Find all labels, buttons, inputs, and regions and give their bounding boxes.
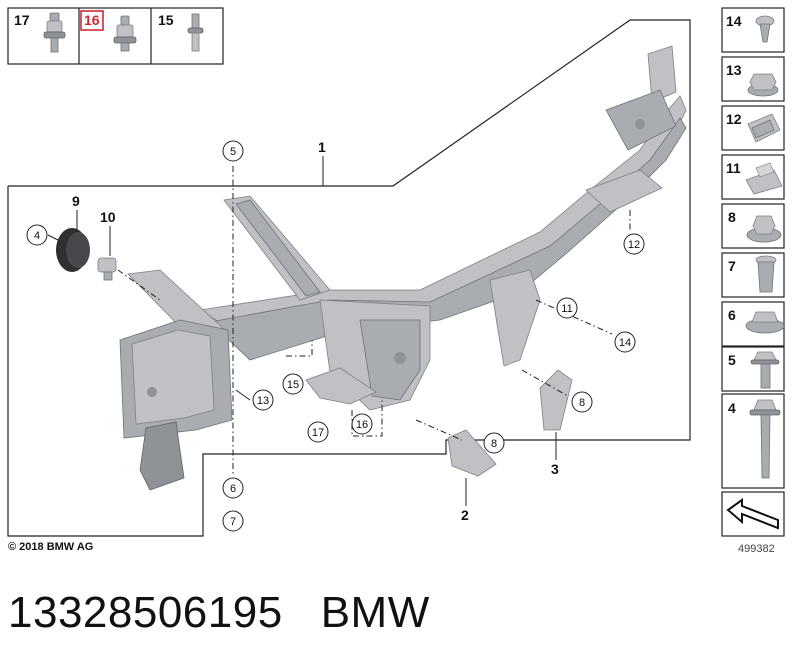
- top-part-17-label: 17: [14, 12, 30, 28]
- clip-nut-11-icon: [745, 162, 783, 195]
- rubber-damper-9-part: [56, 228, 90, 272]
- callout-12: 12: [623, 233, 645, 255]
- svg-text:4: 4: [34, 230, 40, 242]
- callout-4: 4: [26, 224, 48, 246]
- svg-text:17: 17: [312, 427, 324, 439]
- washer-nut-6-icon: [745, 311, 785, 334]
- callout-8-left: 8: [483, 432, 505, 454]
- crossmember-main-part: [119, 45, 687, 491]
- callout-17: 17: [307, 421, 329, 443]
- label-2: 2: [461, 507, 469, 523]
- bolt-17-icon: [43, 12, 66, 53]
- svg-text:15: 15: [287, 379, 299, 391]
- svg-text:7: 7: [230, 516, 236, 528]
- svg-text:5: 5: [230, 146, 236, 158]
- top-part-16-label: 16: [84, 12, 100, 28]
- stud-10-part: [97, 257, 117, 281]
- callout-6: 6: [222, 477, 244, 499]
- footer: 13328506195 BMW: [8, 588, 468, 638]
- svg-text:16: 16: [356, 419, 368, 431]
- callout-15: 15: [282, 373, 304, 395]
- svg-text:8: 8: [579, 397, 585, 409]
- label-1: 1: [318, 139, 326, 155]
- svg-text:13: 13: [257, 395, 269, 407]
- top-part-15-label: 15: [158, 12, 174, 28]
- svg-text:14: 14: [619, 337, 631, 349]
- part-number: 13328506195: [8, 588, 283, 637]
- top-parts-box: 17 16 15: [7, 7, 224, 65]
- hex-bolt-5-icon: [750, 351, 780, 389]
- nut-16-icon: [113, 15, 137, 52]
- side-part-8-label: 8: [728, 209, 736, 225]
- brand-name: BMW: [320, 588, 430, 637]
- callout-8-right: 8: [571, 391, 593, 413]
- highlight-box: [80, 10, 104, 31]
- callout-5: 5: [222, 140, 244, 162]
- side-part-5-label: 5: [728, 352, 736, 368]
- nut-13-icon: [747, 73, 779, 97]
- expanding-nut-7-icon: [755, 255, 777, 293]
- label-3: 3: [551, 461, 559, 477]
- label-9: 9: [72, 193, 80, 209]
- svg-text:12: 12: [628, 239, 640, 251]
- hex-bolt-4-icon: [749, 399, 781, 479]
- screw-14-icon: [755, 15, 775, 43]
- callout-13: 13: [252, 389, 274, 411]
- callout-14: 14: [614, 331, 636, 353]
- callout-11: 11: [556, 297, 578, 319]
- stud-15-icon: [187, 13, 204, 52]
- diagram-reference-id: 499382: [738, 543, 775, 555]
- callout-16: 16: [351, 413, 373, 435]
- side-part-11-label: 11: [726, 160, 741, 176]
- callout-7: 7: [222, 510, 244, 532]
- side-part-13-label: 13: [726, 62, 742, 78]
- svg-text:8: 8: [491, 438, 497, 450]
- svg-text:6: 6: [230, 483, 236, 495]
- side-part-6-label: 6: [728, 307, 736, 323]
- side-part-14-label: 14: [726, 13, 742, 29]
- direction-arrow-icon: [726, 498, 779, 530]
- side-part-7-label: 7: [728, 258, 736, 274]
- side-part-12-label: 12: [726, 111, 742, 127]
- side-parts-column: 14 13 12 11 8 7 6 5 4: [721, 7, 785, 537]
- copyright-text: © 2018 BMW AG: [8, 541, 94, 553]
- side-part-4-label: 4: [728, 400, 736, 416]
- svg-text:11: 11: [561, 303, 572, 315]
- nut-8-icon: [746, 215, 782, 243]
- clip-nut-12-icon: [747, 113, 781, 143]
- label-10: 10: [100, 209, 116, 225]
- assembly-outline: [7, 19, 691, 537]
